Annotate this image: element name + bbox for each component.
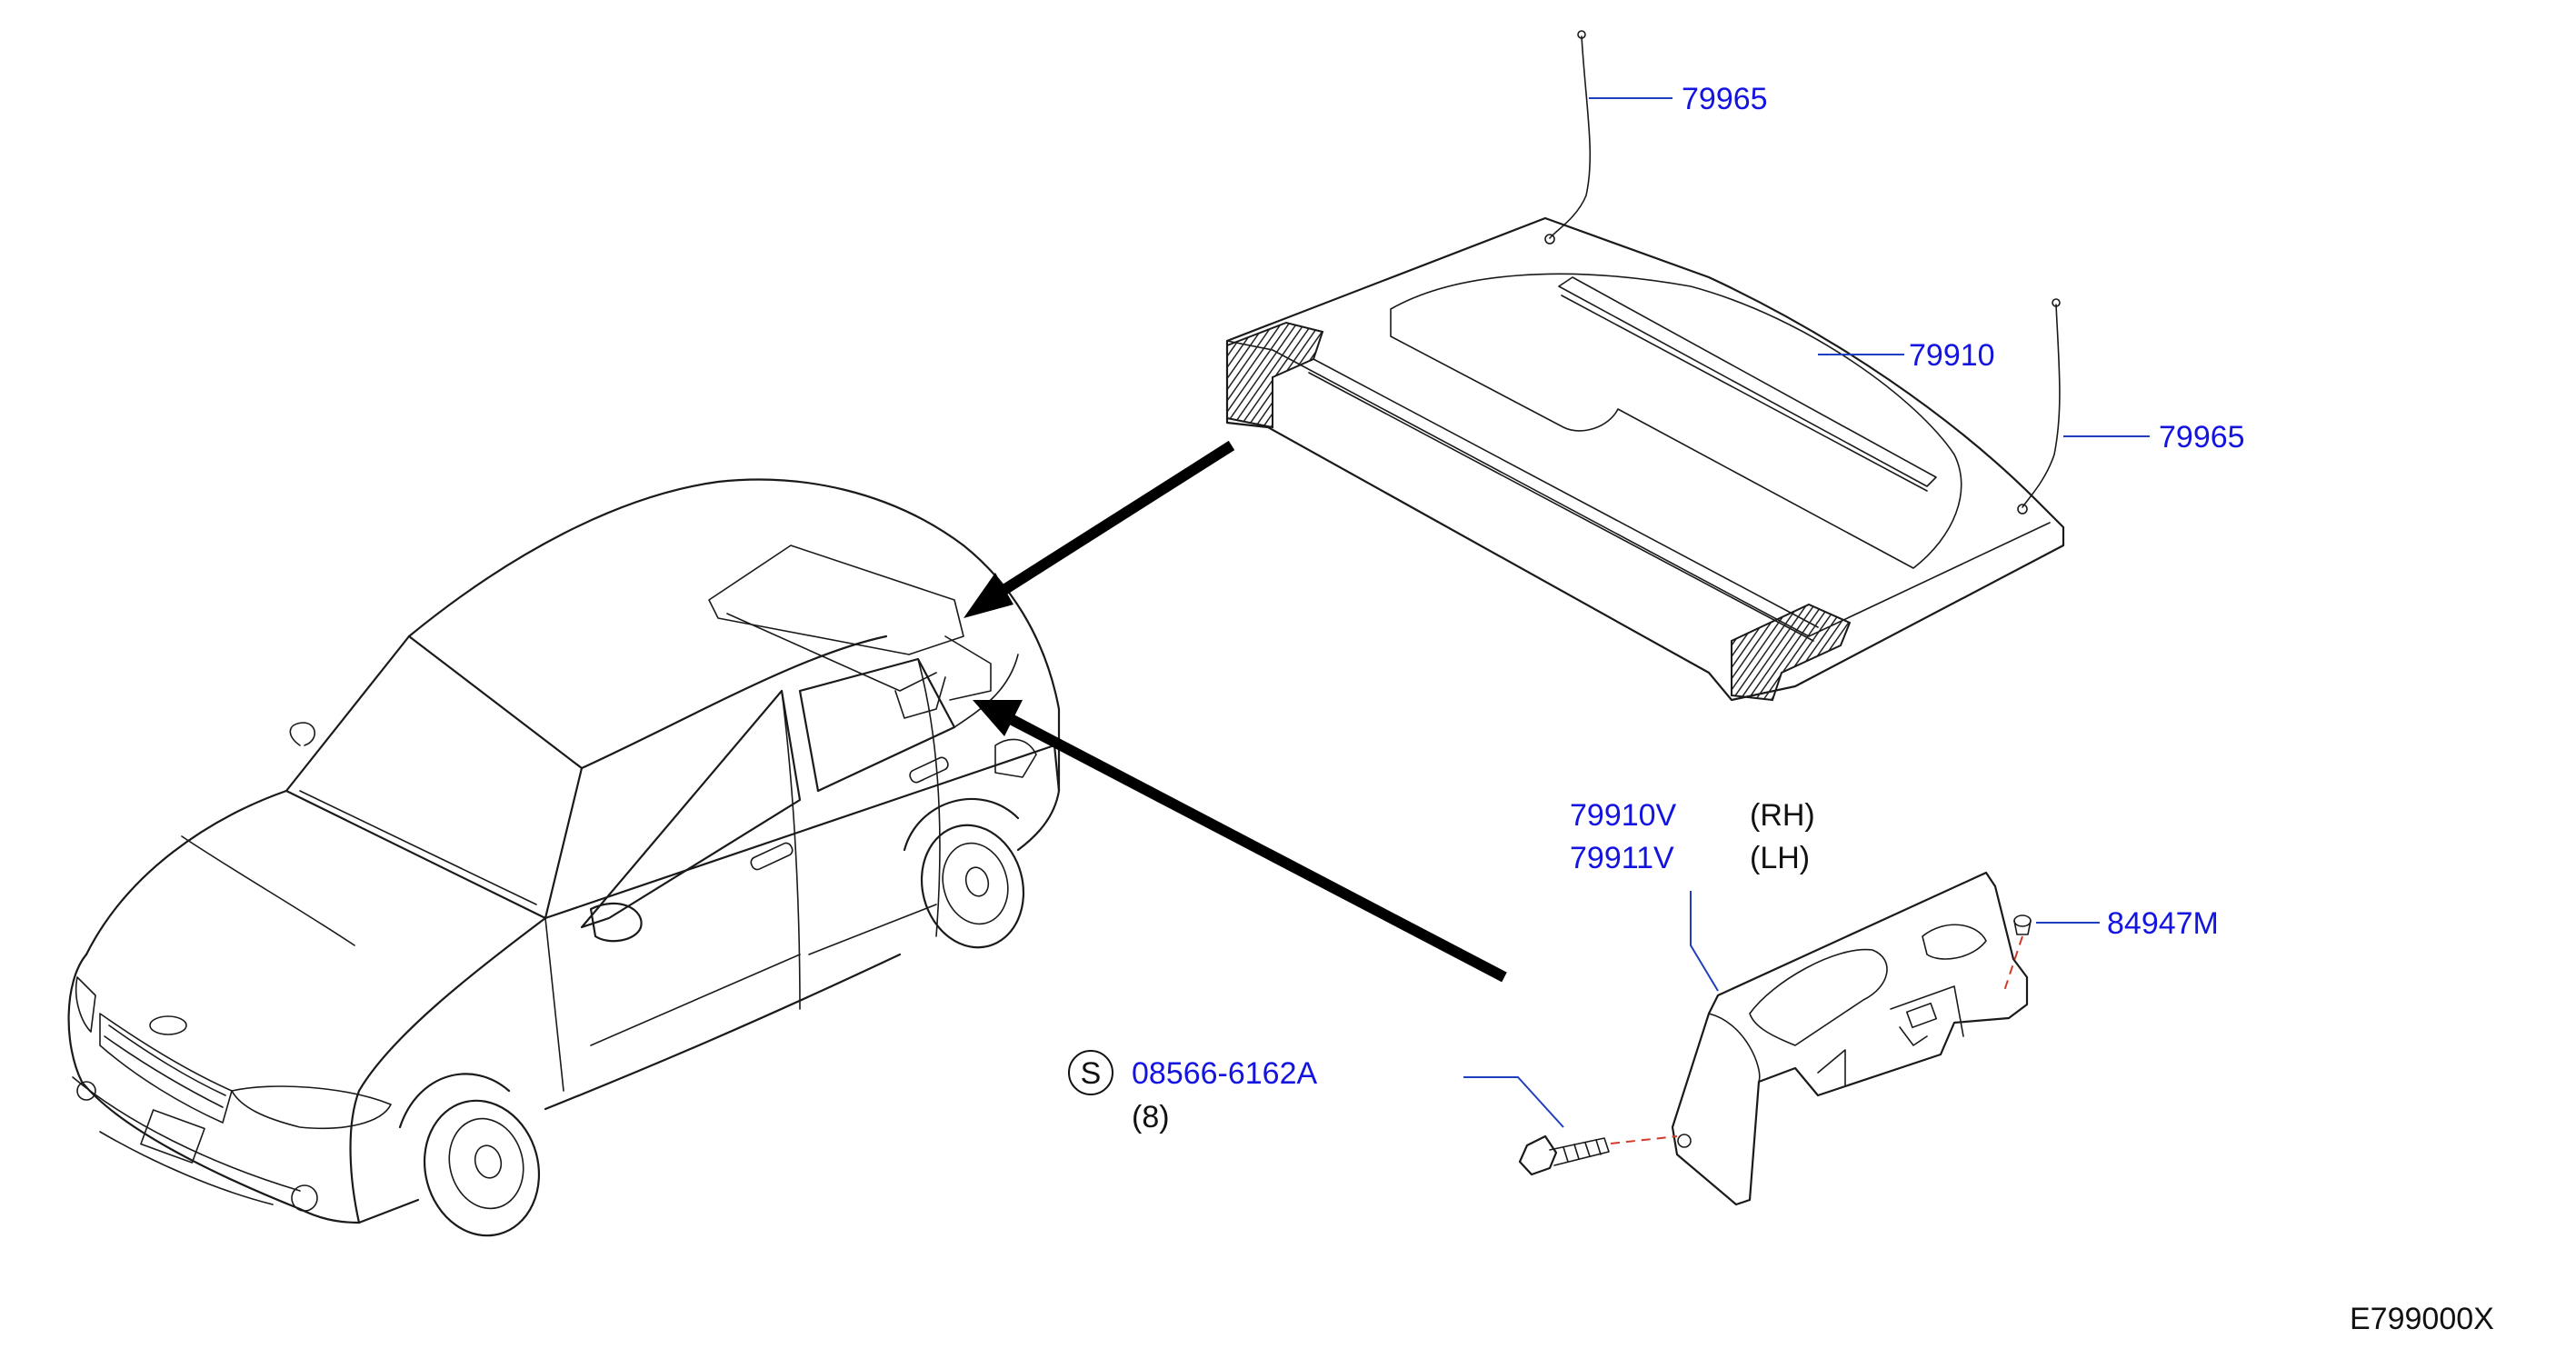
strap-79965-top	[1549, 30, 1592, 239]
callout-08566-6162A: 08566-6162A	[1132, 1056, 1318, 1091]
callout-79911V: 79911V	[1570, 841, 1674, 875]
callout-08566-quantity: (8)	[1132, 1100, 1170, 1134]
callout-79911V-side: (LH)	[1750, 841, 1810, 875]
callout-79910: 79910	[1909, 338, 1995, 373]
clip-84947M	[2003, 914, 2032, 992]
callout-79910V-side: (RH)	[1750, 798, 1815, 833]
leader-lines	[1463, 97, 2150, 1128]
bolt-08566-6162A	[1518, 1134, 1678, 1176]
parcel-shelf-79910	[1225, 216, 2065, 702]
callout-79910V: 79910V	[1570, 798, 1677, 833]
bracket-79910V-79911V	[1671, 871, 2029, 1206]
location-arrow-lower	[973, 700, 1507, 983]
vehicle-illustration	[67, 478, 1061, 1237]
figure-code: E799000X	[2350, 1302, 2494, 1336]
callout-84947M: 84947M	[2107, 906, 2219, 941]
location-arrow-upper	[964, 440, 1235, 618]
standard-part-letter: S	[1081, 1056, 1102, 1091]
callout-79965-top: 79965	[1682, 82, 1768, 116]
callout-79965-right: 79965	[2159, 420, 2245, 455]
strap-79965-right	[2022, 298, 2061, 508]
standard-part-marker: S	[1068, 1050, 1113, 1095]
